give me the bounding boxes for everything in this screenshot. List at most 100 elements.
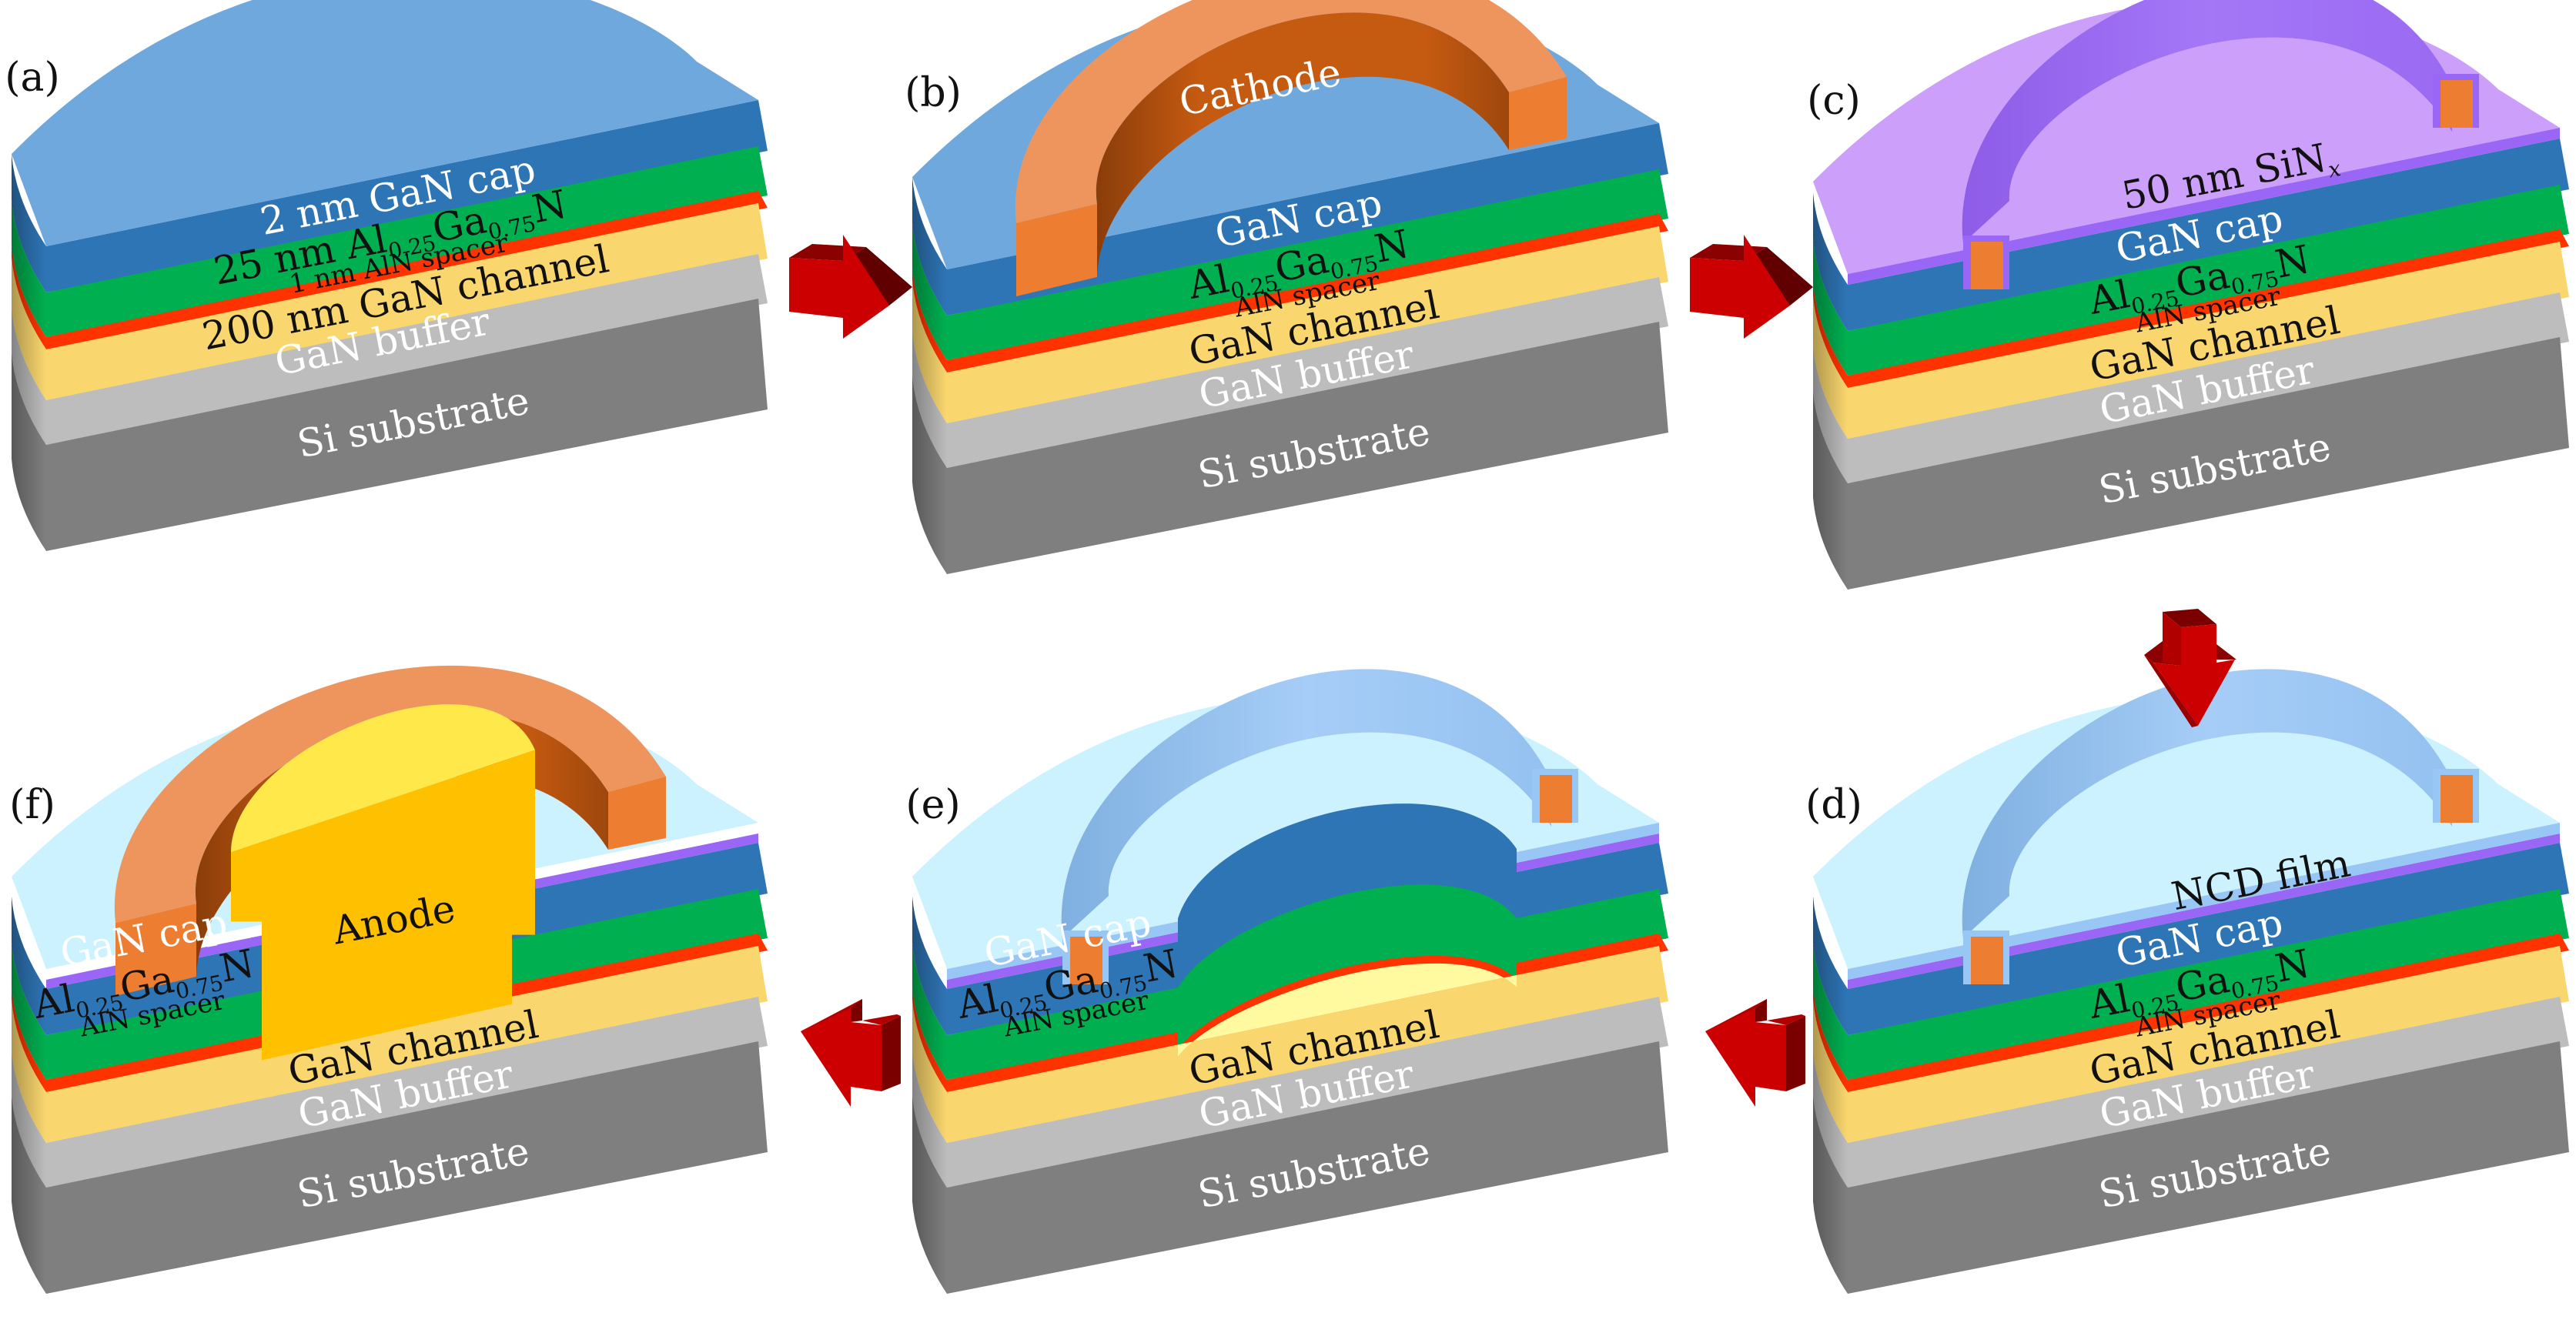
ncd-film-trench-wall	[1962, 669, 2452, 938]
layer-buffer-front	[947, 997, 1668, 1188]
layer-spacer-front	[46, 191, 768, 349]
cathode-ring-top	[1015, 0, 1567, 223]
recess-wall-algan	[1178, 884, 1517, 1050]
formula-part: Ga	[429, 197, 490, 251]
formula-part: Ga	[1040, 957, 1102, 1011]
subscript: x	[2326, 155, 2343, 182]
layer-channel-front	[46, 203, 768, 400]
arrow-c-to-d-icon	[2144, 609, 2236, 727]
sinx-film-trench-wall	[1962, 0, 2452, 243]
panel-label: (d)	[1805, 782, 1862, 828]
panel-label: (f)	[9, 782, 55, 828]
formula-part: N	[529, 182, 570, 232]
formula-part: Ga	[116, 957, 178, 1011]
formula-part: Ga	[2172, 252, 2233, 306]
formula-part: N	[2272, 237, 2313, 287]
layer-algan-front	[1848, 889, 2569, 1080]
cathode-section-right	[1540, 775, 1572, 823]
layer-sub-front	[1848, 1041, 2569, 1294]
formula-part: N	[2272, 941, 2313, 991]
layer-buffer-front	[1848, 997, 2569, 1188]
layer-sub-front	[46, 299, 768, 551]
layer-spacer-front	[1848, 229, 2569, 388]
layer-sub-front	[46, 1041, 768, 1294]
recess-floor-channel	[1178, 963, 1517, 1057]
cathode-section-left	[1971, 937, 2003, 984]
layer-cap-front	[947, 123, 1668, 316]
layer-channel-front	[947, 226, 1668, 423]
formula-part: N	[216, 941, 258, 991]
arrow-b-to-c-icon	[1690, 235, 1813, 339]
formula-part: Al	[2085, 272, 2133, 323]
cathode-ring-top	[114, 665, 666, 923]
layer-buffer-front	[947, 277, 1668, 468]
cylinder-edge-shade	[912, 177, 947, 574]
cylinder-edge-shade	[12, 897, 46, 1294]
layer-sub-front	[1848, 337, 2569, 590]
anode-top	[231, 704, 535, 853]
formula-part: Al	[2085, 976, 2133, 1027]
cathode-end-right	[1509, 77, 1567, 150]
sinx-film-edge	[1848, 128, 2560, 285]
cylinder-edge-shade	[1813, 192, 1848, 590]
cathode-section-left	[1971, 242, 2003, 289]
arrow-e-to-f-icon	[801, 999, 901, 1107]
algan-label: Al0.25Ga0.75N	[953, 941, 1183, 1031]
cathode-section-right	[2441, 80, 2473, 128]
gan-cap-top-surface	[12, 0, 758, 246]
cylinder-edge-shade	[912, 897, 947, 1294]
panel-label: (b)	[905, 70, 962, 116]
recess-wall-spacer	[1178, 955, 1517, 1057]
cathode-end-right	[608, 777, 666, 850]
formula-part: Al	[953, 976, 1002, 1027]
cathode-end-left	[1016, 204, 1097, 296]
formula-part: Ga	[1271, 237, 1333, 291]
ncd-film-trench-wall	[1061, 669, 1551, 938]
arrow-d-to-e-icon	[1705, 999, 1805, 1107]
formula-part: Al	[1184, 256, 1233, 308]
cathode-ring-inner-wall	[1096, 12, 1509, 278]
anode-block	[231, 750, 535, 1061]
formula-part: Al	[29, 976, 78, 1027]
cylinder-edge-shade	[12, 154, 46, 551]
layer-algan-front	[947, 169, 1668, 360]
layer-channel-front	[46, 946, 768, 1143]
algan-label: Al0.25Ga0.75N	[1184, 222, 1413, 312]
cathode-section-right	[2441, 775, 2473, 823]
layer-channel-front	[947, 946, 1668, 1143]
layer-sub-front	[947, 1041, 1668, 1294]
layer-cap-front	[46, 100, 768, 292]
algan-label: Al0.25Ga0.75N	[29, 941, 259, 1031]
layer-cap-front	[1848, 843, 2569, 1035]
formula-part: N	[1371, 222, 1413, 272]
layer-buffer-front	[46, 254, 768, 445]
sinx-liner-edge	[1848, 834, 2560, 989]
layer-algan-front	[46, 146, 768, 337]
panel-label: (a)	[5, 55, 60, 101]
layer-algan-front	[1848, 185, 2569, 376]
cathode-end-left	[115, 904, 196, 996]
layer-buffer-front	[1848, 292, 2569, 483]
cathode-section-left	[1070, 937, 1102, 984]
algan-label: Al0.25Ga0.75N	[2085, 237, 2314, 327]
layer-sub-front	[947, 322, 1668, 574]
layer-channel-front	[1848, 946, 2569, 1143]
formula-part: N	[1140, 941, 1182, 991]
layer-spacer-front	[947, 214, 1668, 373]
layer-buffer-front	[46, 997, 768, 1188]
panel-label: (c)	[1807, 78, 1861, 124]
panel-label: (e)	[905, 782, 960, 828]
arrow-a-to-b-icon	[789, 235, 912, 339]
layer-spacer-front	[1848, 934, 2569, 1092]
ncd-film-edge	[1848, 823, 2560, 980]
layer-cap-front	[1848, 139, 2569, 331]
layer-channel-front	[1848, 242, 2569, 439]
formula-part: Ga	[2172, 957, 2233, 1011]
